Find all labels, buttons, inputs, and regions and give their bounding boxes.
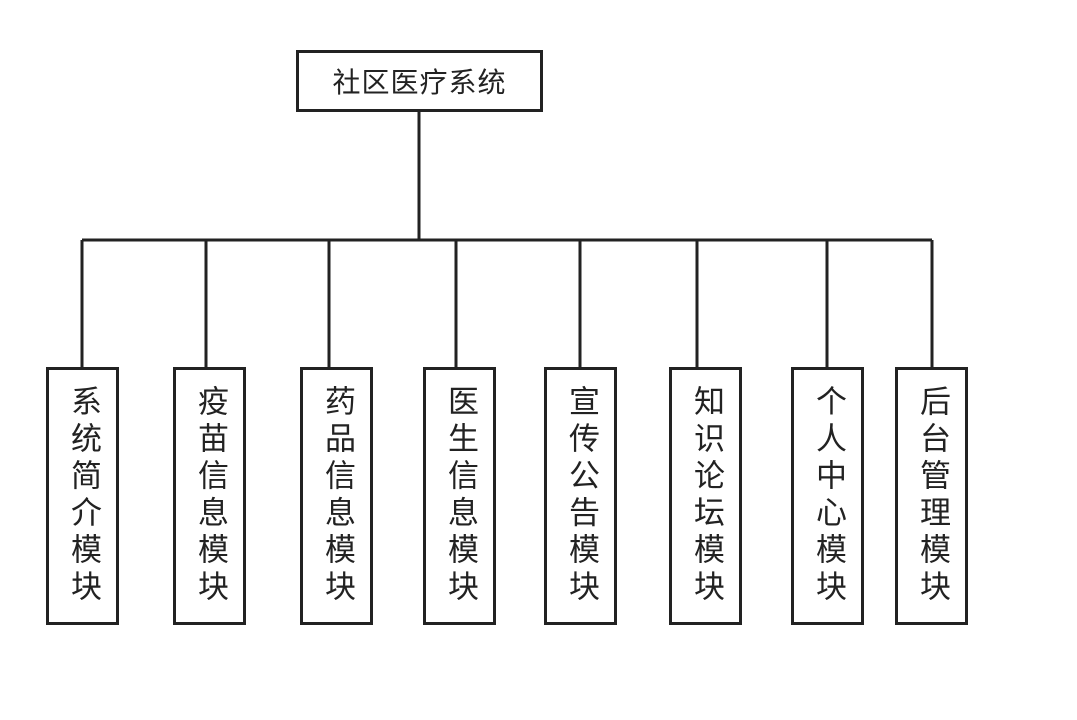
module-label-intro: 系统简介模块 [65, 385, 101, 607]
module-box-forum: 知识论坛模块 [669, 367, 742, 625]
module-label-doctor: 医生信息模块 [442, 385, 478, 607]
module-label-announcement: 宣传公告模块 [563, 385, 599, 607]
module-box-vaccine: 疫苗信息模块 [173, 367, 246, 625]
module-label-personal-center: 个人中心模块 [810, 385, 846, 607]
module-box-announcement: 宣传公告模块 [544, 367, 617, 625]
module-box-medicine: 药品信息模块 [300, 367, 373, 625]
module-label-forum: 知识论坛模块 [688, 385, 724, 607]
root-node-box: 社区医疗系统 [296, 50, 543, 112]
module-label-vaccine: 疫苗信息模块 [192, 385, 228, 607]
root-node-label: 社区医疗系统 [332, 66, 507, 99]
module-box-intro: 系统简介模块 [46, 367, 119, 625]
module-box-admin: 后台管理模块 [895, 367, 968, 625]
module-box-doctor: 医生信息模块 [423, 367, 496, 625]
module-label-medicine: 药品信息模块 [319, 385, 355, 607]
module-label-admin: 后台管理模块 [914, 385, 950, 607]
module-box-personal-center: 个人中心模块 [791, 367, 864, 625]
